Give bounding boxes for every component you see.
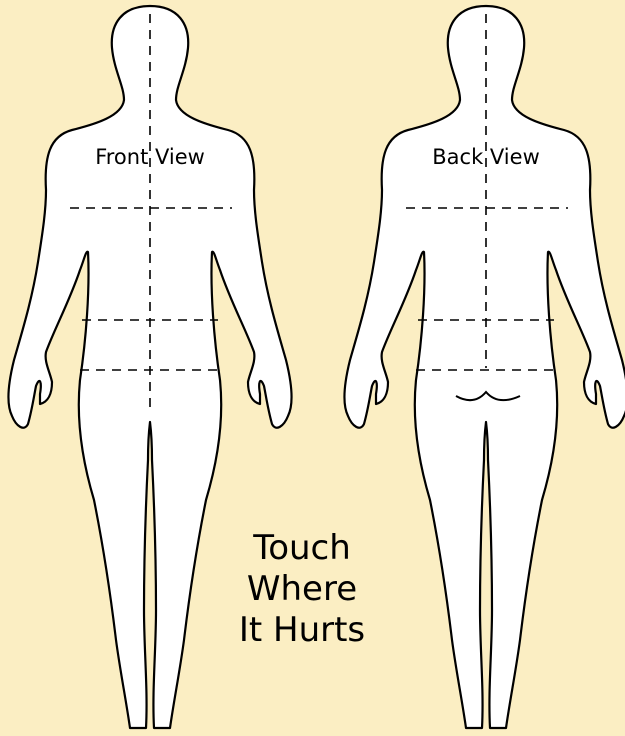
instruction-caption: Touch Where It Hurts xyxy=(232,528,372,651)
back-body-figure[interactable]: Back View xyxy=(344,6,625,728)
caption-line-1: Touch xyxy=(232,528,372,569)
front-view-label: Front View xyxy=(95,145,205,169)
caption-line-3: It Hurts xyxy=(232,610,372,651)
back-view-label: Back View xyxy=(432,145,540,169)
caption-line-2: Where xyxy=(232,569,372,610)
